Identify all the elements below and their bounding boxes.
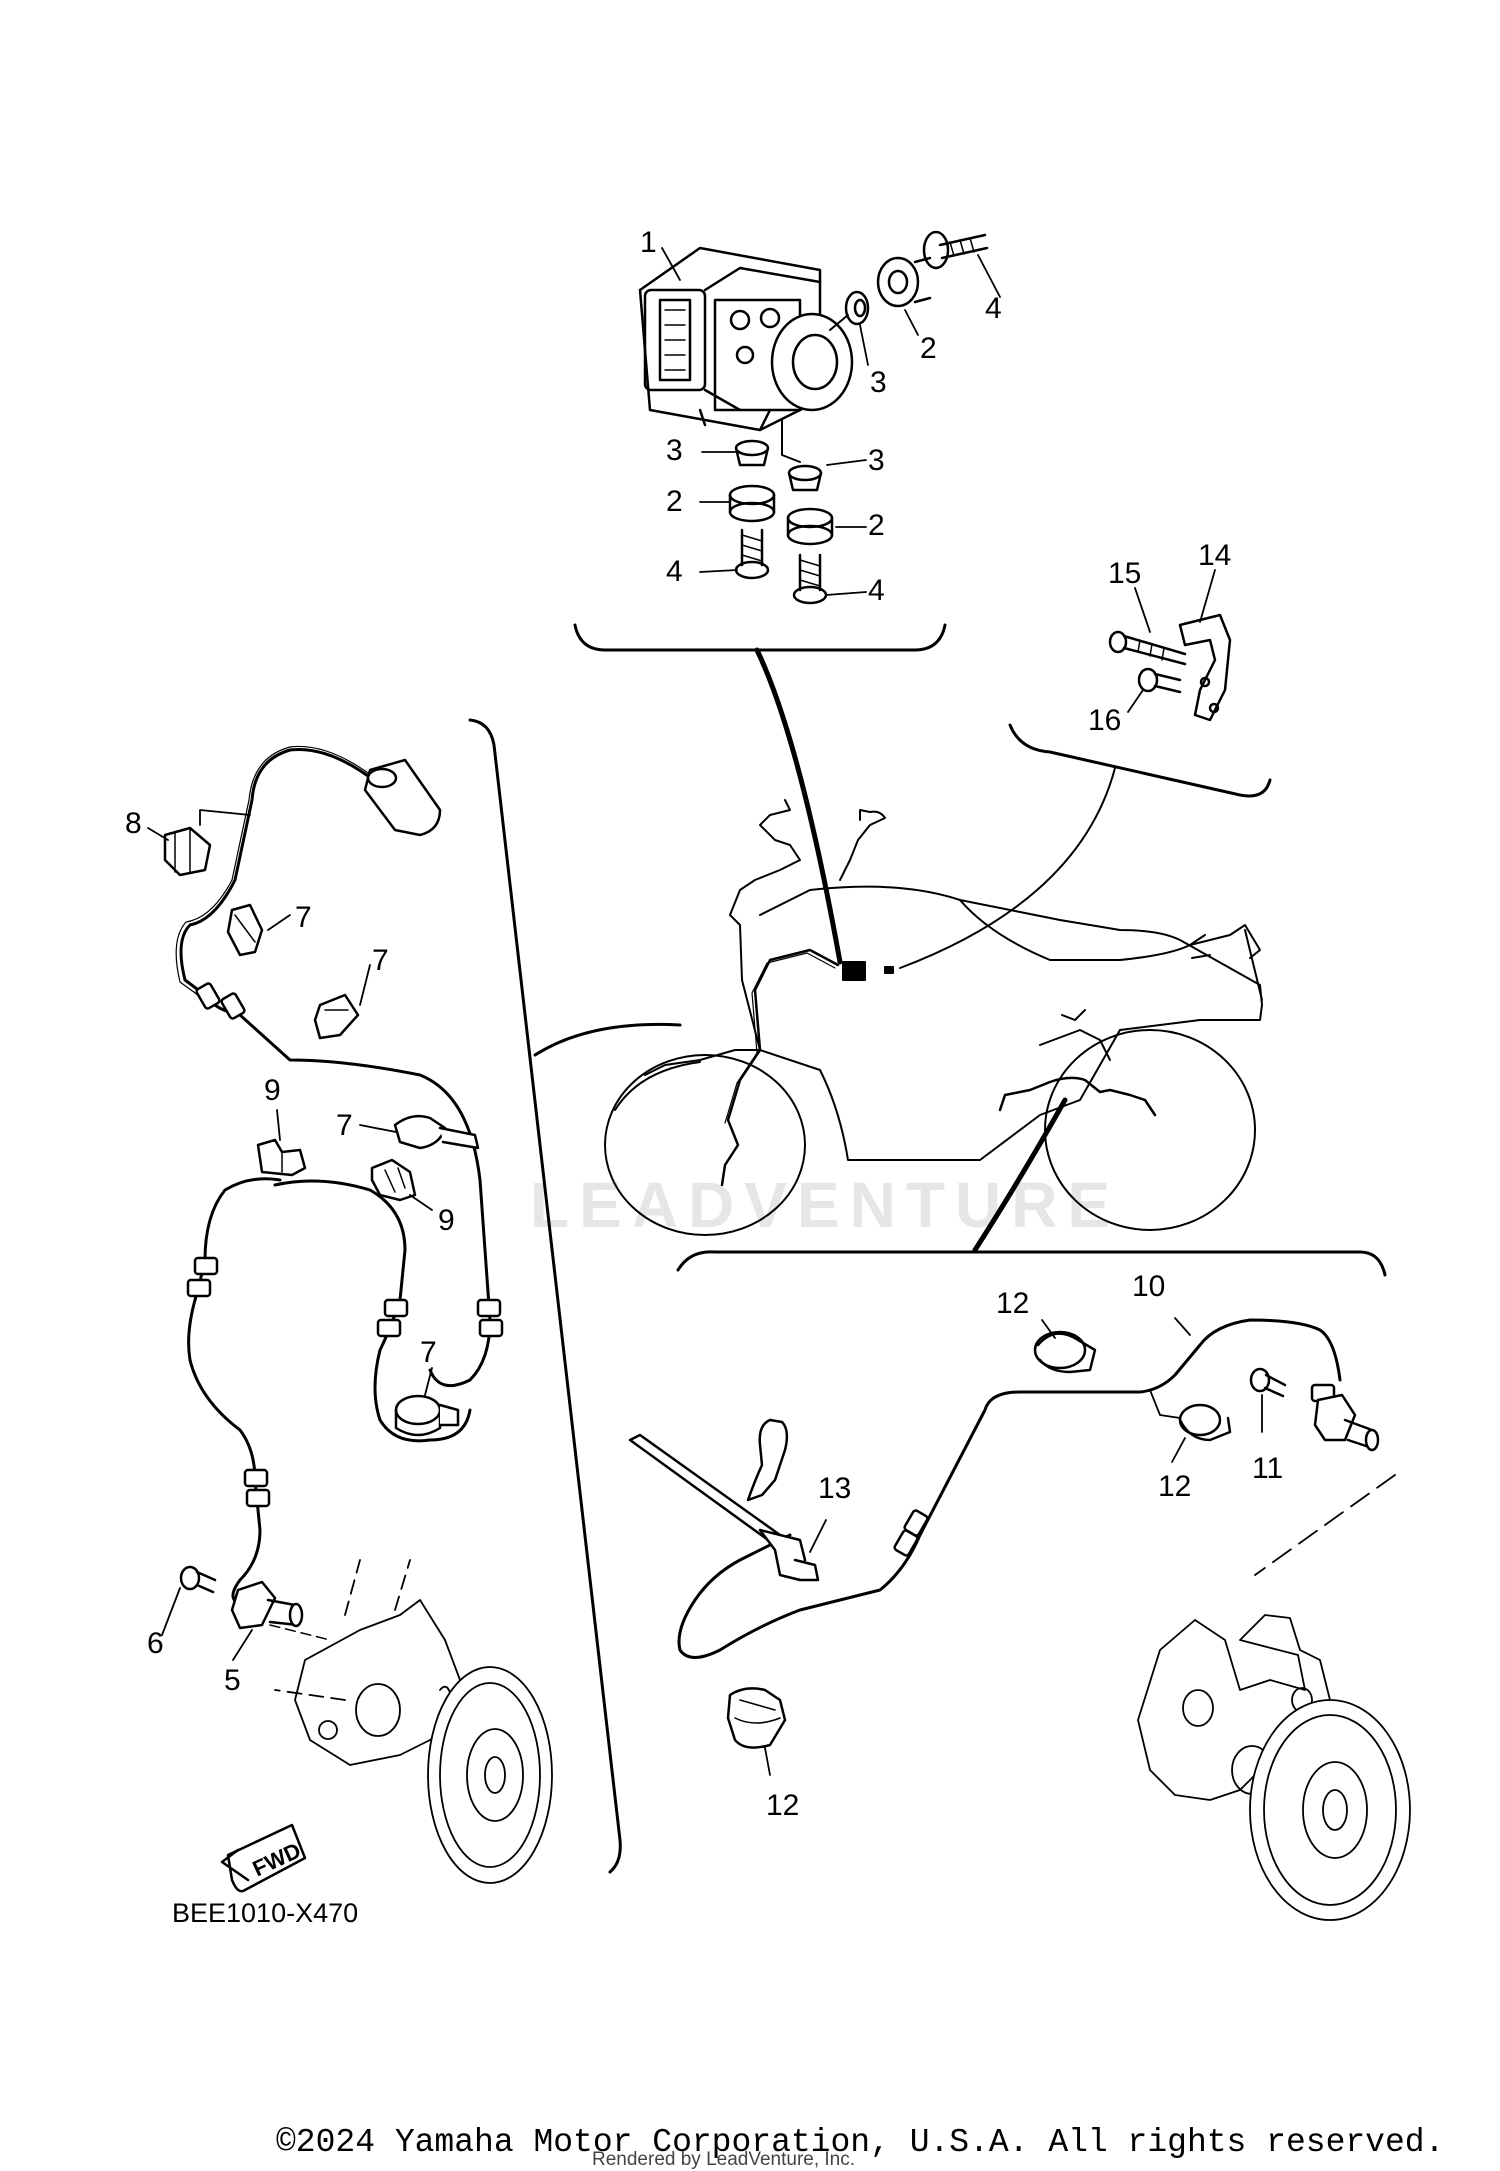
watermark: LEADVENTURE bbox=[530, 1169, 1121, 1241]
callout-12-a: 12 bbox=[996, 1287, 1029, 1320]
rear-clamp-a[interactable] bbox=[1033, 1330, 1097, 1374]
callout-16: 16 bbox=[1088, 704, 1121, 737]
callout-4-top: 4 bbox=[985, 292, 1002, 325]
abs-group-bracket bbox=[573, 623, 947, 652]
callout-labels: 1 4 2 3 3 3 2 2 4 4 14 15 16 8 7 7 9 7 9… bbox=[125, 226, 1283, 1928]
bracket-group-bracket bbox=[1008, 723, 1272, 798]
callout-9-a: 9 bbox=[264, 1074, 281, 1107]
callout-10: 10 bbox=[1132, 1270, 1165, 1303]
callout-7-c: 7 bbox=[336, 1109, 353, 1142]
callout-14: 14 bbox=[1198, 539, 1231, 572]
front-harness[interactable] bbox=[175, 745, 504, 1607]
rear-wheel-sensor[interactable] bbox=[1313, 1393, 1380, 1452]
holder-a[interactable] bbox=[256, 1138, 307, 1177]
callout-2-right: 2 bbox=[868, 509, 885, 542]
rendered-by-notice: Rendered by LeadVenture, Inc. bbox=[592, 2149, 856, 2170]
abs-leaders bbox=[661, 247, 1001, 596]
drawing-code: BEE1010-X470 bbox=[172, 1898, 358, 1928]
bracket-group bbox=[1008, 569, 1272, 798]
coupler-holder[interactable] bbox=[163, 809, 251, 877]
fwd-arrow: FWD bbox=[220, 1823, 307, 1893]
callout-3-left: 3 bbox=[666, 434, 683, 467]
callout-12-c: 12 bbox=[766, 1789, 799, 1822]
bracket-bolt-small[interactable] bbox=[1137, 667, 1182, 694]
left-leaders bbox=[147, 827, 433, 1661]
right-leaders bbox=[764, 1317, 1263, 1776]
rear-harness-group bbox=[628, 1250, 1411, 1921]
front-harness-group: FWD bbox=[147, 718, 622, 1893]
callout-11: 11 bbox=[1252, 1452, 1283, 1485]
rear-harness-lead[interactable] bbox=[677, 1318, 1342, 1659]
clamp-b[interactable] bbox=[313, 993, 360, 1040]
callout-2-left: 2 bbox=[666, 485, 683, 518]
copyright-notice: ©2024 Yamaha Motor Corporation, U.S.A. A… bbox=[276, 2124, 1445, 2161]
holder-b[interactable] bbox=[370, 1158, 417, 1202]
callout-3-right: 3 bbox=[868, 444, 885, 477]
rear-sensor-bolt[interactable] bbox=[1249, 1367, 1287, 1398]
callout-7-d: 7 bbox=[420, 1336, 437, 1369]
rear-caliper-and-disc bbox=[1137, 1474, 1411, 1921]
callout-1: 1 bbox=[640, 226, 657, 259]
callout-7-b: 7 bbox=[372, 944, 389, 977]
group-connectors bbox=[533, 647, 1116, 1253]
callout-5: 5 bbox=[224, 1664, 241, 1697]
bracket-bolt[interactable] bbox=[1108, 630, 1187, 666]
clamp-d[interactable] bbox=[394, 1394, 460, 1437]
bracket-leaders bbox=[1127, 569, 1216, 713]
bracket-clip[interactable] bbox=[628, 1418, 820, 1582]
clamp-a[interactable] bbox=[226, 903, 264, 957]
callout-7-a: 7 bbox=[295, 901, 312, 934]
callout-3-top: 3 bbox=[870, 366, 887, 399]
callout-6: 6 bbox=[147, 1627, 164, 1660]
clamp-c[interactable] bbox=[393, 1114, 480, 1150]
abs-left-bottom-hardware[interactable] bbox=[728, 439, 776, 580]
callout-9-b: 9 bbox=[438, 1204, 455, 1237]
callout-2-top: 2 bbox=[920, 332, 937, 365]
abs-unit-group bbox=[573, 230, 1001, 652]
left-group-bracket bbox=[468, 718, 622, 1874]
right-group-bracket bbox=[676, 1250, 1387, 1277]
bracket[interactable] bbox=[1178, 613, 1232, 722]
callout-12-b: 12 bbox=[1158, 1470, 1191, 1503]
abs-hydraulic-unit[interactable] bbox=[638, 246, 854, 463]
abs-right-bottom-hardware[interactable] bbox=[786, 464, 834, 605]
front-fork-and-disc bbox=[274, 1559, 553, 1884]
front-wheel-sensor[interactable] bbox=[230, 1580, 331, 1641]
callout-13: 13 bbox=[818, 1472, 851, 1505]
motorcycle-outline bbox=[604, 799, 1263, 1236]
rear-clamp-b[interactable] bbox=[1178, 1403, 1232, 1442]
callout-8: 8 bbox=[125, 807, 142, 840]
rear-clamp-c[interactable] bbox=[726, 1687, 787, 1749]
callout-15: 15 bbox=[1108, 557, 1141, 590]
front-sensor-bolt[interactable] bbox=[179, 1565, 217, 1594]
callout-4-right: 4 bbox=[868, 574, 885, 607]
abs-top-hardware[interactable] bbox=[829, 230, 989, 331]
callout-4-left: 4 bbox=[666, 555, 683, 588]
